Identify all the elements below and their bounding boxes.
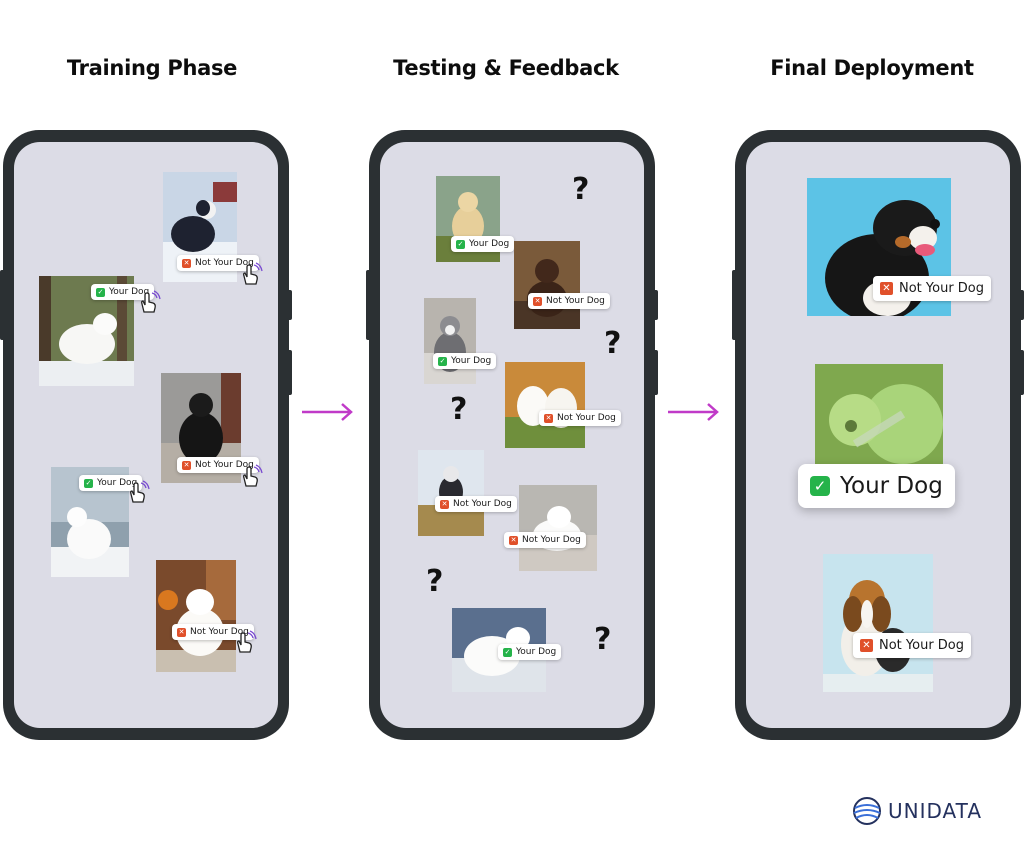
- phone-screen: ✓ Your Dog ? ✕ Not Your Dog ✓ Your Dog ? ✕ N…: [380, 142, 644, 728]
- brand-name: UNIDATA: [888, 799, 983, 823]
- label-tag: ✕ Not Your Dog: [177, 255, 259, 271]
- arrow-right-icon: [668, 403, 719, 421]
- question-mark: ?: [604, 326, 622, 361]
- phone-screen: ✕ Not Your Dog ✓ Your Dog ✕ Not Your Dog: [746, 142, 1010, 728]
- cross-icon: ✕: [880, 282, 893, 295]
- phase-title-deployment: Final Deployment: [770, 56, 974, 80]
- tap-hand-icon: [130, 480, 150, 503]
- label-tag: ✓ Your Dog: [798, 464, 955, 508]
- check-icon: ✓: [438, 356, 447, 366]
- dog-photo-chocolate-labrador: [514, 241, 580, 329]
- label-tag: ✕ Not Your Dog: [539, 410, 621, 426]
- label-text: Not Your Dog: [522, 535, 581, 545]
- cross-icon: ✕: [182, 460, 191, 470]
- check-icon: ✓: [810, 476, 830, 496]
- dog-photo-samoyed: [519, 485, 597, 571]
- phone-screen: ✕ Not Your Dog ✓ Your Dog ✕ Not Your Dog ✓ Y…: [14, 142, 278, 728]
- check-icon: ✓: [96, 287, 105, 297]
- label-tag: ✕ Not Your Dog: [853, 633, 972, 658]
- phone-side-button: [287, 350, 292, 395]
- cross-icon: ✕: [177, 627, 186, 637]
- label-text: Not Your Dog: [195, 460, 254, 470]
- question-mark: ?: [426, 564, 444, 599]
- phone-side-button: [653, 350, 658, 395]
- label-tag: ✕ Not Your Dog: [435, 496, 517, 512]
- cross-icon: ✕: [544, 413, 553, 423]
- cross-icon: ✕: [533, 296, 542, 306]
- check-icon: ✓: [503, 647, 512, 657]
- label-text: Your Dog: [840, 473, 943, 499]
- label-text: Not Your Dog: [557, 413, 616, 423]
- label-tag: ✕ Not Your Dog: [504, 532, 586, 548]
- tap-hand-icon: [243, 262, 263, 285]
- dog-photo-bernese: [807, 178, 951, 316]
- label-text: Not Your Dog: [195, 258, 254, 268]
- label-tag: ✓ Your Dog: [498, 644, 562, 660]
- cross-icon: ✕: [182, 258, 191, 268]
- dog-photo-pomeranian: [156, 560, 236, 672]
- phone-testing: ✓ Your Dog ? ✕ Not Your Dog ✓ Your Dog ? ✕ N…: [366, 130, 658, 740]
- question-mark: ?: [572, 172, 590, 207]
- label-text: Your Dog: [97, 478, 138, 488]
- check-icon: ✓: [84, 478, 93, 488]
- label-text: Not Your Dog: [190, 627, 249, 637]
- tap-hand-icon: [237, 630, 257, 653]
- phone-side-button: [1019, 290, 1024, 320]
- cross-icon: ✕: [509, 535, 518, 545]
- label-tag: ✓ Your Dog: [451, 236, 515, 252]
- phone-side-button: [1019, 350, 1024, 395]
- phone-side-button: [732, 270, 737, 340]
- phase-title-training: Training Phase: [66, 56, 238, 80]
- label-tag: ✓ Your Dog: [91, 284, 155, 300]
- phone-side-button: [0, 270, 5, 340]
- tap-hand-icon: [243, 464, 263, 487]
- label-text: Your Dog: [469, 239, 510, 249]
- brand-logo: UNIDATA: [852, 796, 982, 826]
- tap-hand-icon: [141, 290, 161, 313]
- phone-side-button: [653, 290, 658, 320]
- question-mark: ?: [450, 392, 468, 427]
- phone-deployment: ✕ Not Your Dog ✓ Your Dog ✕ Not Your Dog: [732, 130, 1024, 740]
- label-tag: ✓ Your Dog: [433, 353, 497, 369]
- label-tag: ✓ Your Dog: [79, 475, 143, 491]
- cross-icon: ✕: [440, 499, 449, 509]
- label-text: Not Your Dog: [879, 638, 965, 653]
- question-mark: ?: [594, 622, 612, 657]
- phone-side-button: [287, 290, 292, 320]
- dog-photo-husky: [424, 298, 476, 384]
- phase-title-testing: Testing & Feedback: [393, 56, 619, 80]
- label-text: Your Dog: [109, 287, 150, 297]
- cross-icon: ✕: [860, 639, 873, 652]
- label-tag: ✕ Not Your Dog: [177, 457, 259, 473]
- dog-photo-beagle: [823, 554, 933, 692]
- phone-training: ✕ Not Your Dog ✓ Your Dog ✕ Not Your Dog ✓ Y…: [0, 130, 292, 740]
- phone-side-button: [366, 270, 371, 340]
- dog-photo-samoyed: [505, 362, 585, 448]
- label-text: Not Your Dog: [546, 296, 605, 306]
- label-text: Your Dog: [451, 356, 492, 366]
- globe-logo-icon: [853, 797, 881, 825]
- dog-photo-husky: [418, 450, 484, 536]
- label-tag: ✕ Not Your Dog: [528, 293, 610, 309]
- arrow-right-icon: [302, 403, 353, 421]
- label-text: Not Your Dog: [453, 499, 512, 509]
- label-tag: ✕ Not Your Dog: [873, 276, 992, 301]
- label-text: Not Your Dog: [899, 281, 985, 296]
- label-text: Your Dog: [516, 647, 557, 657]
- check-icon: ✓: [456, 239, 465, 249]
- label-tag: ✕ Not Your Dog: [172, 624, 254, 640]
